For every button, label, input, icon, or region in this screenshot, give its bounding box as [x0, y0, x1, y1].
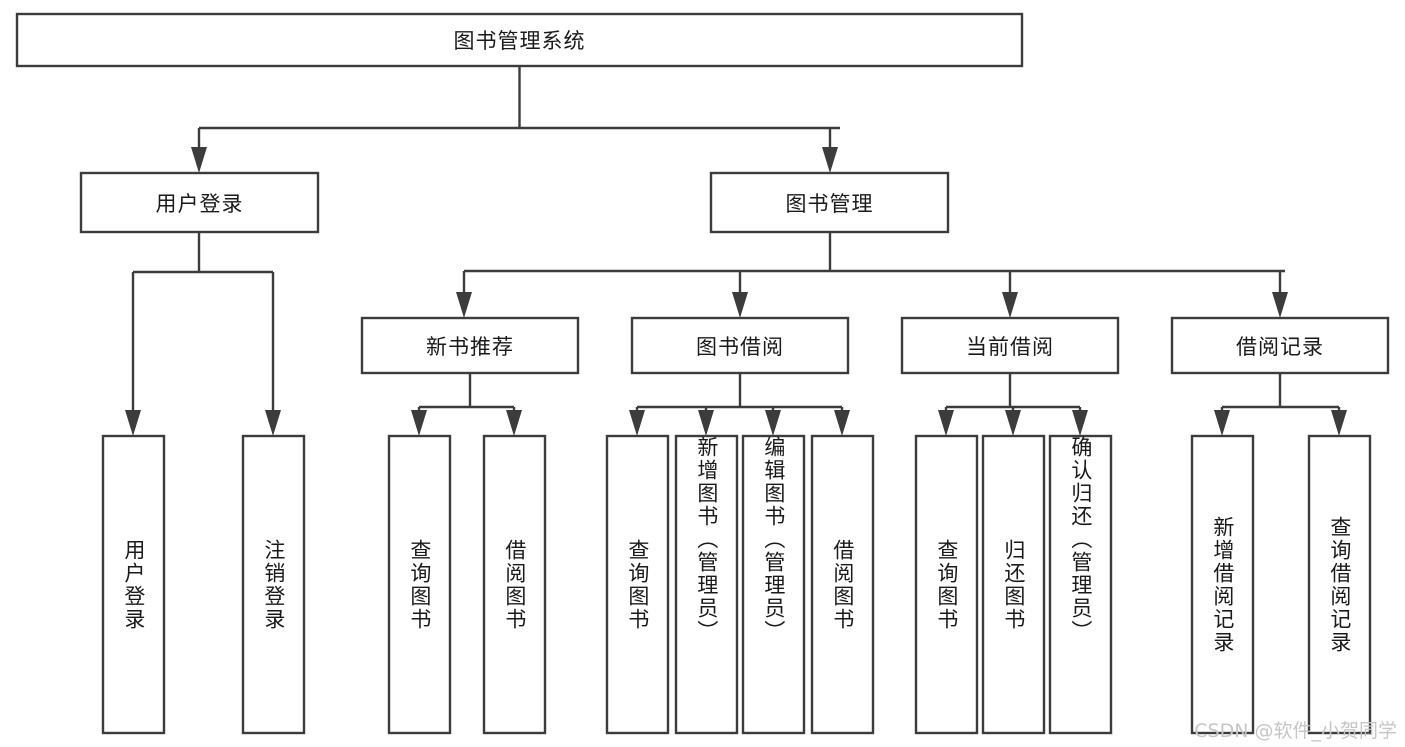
- node-book-management-box[interactable]: [709, 171, 950, 234]
- arrowhead-bb-leaf-3: [834, 410, 850, 436]
- arrowhead-book-borrow: [732, 292, 748, 318]
- arrowhead-cb-leaf-0: [938, 410, 954, 436]
- connector-group-user-login: [125, 232, 281, 436]
- arrowhead-ul-leaf-0: [125, 410, 141, 436]
- node-user-login-box[interactable]: [79, 171, 320, 234]
- arrowhead-borrow-record: [1272, 292, 1288, 318]
- arrowhead-nb-leaf-1: [506, 410, 522, 436]
- node-new-book-recommend-box[interactable]: [360, 316, 580, 375]
- arrowhead-br-leaf-1: [1331, 410, 1347, 436]
- leaf-box-current-borrow-1[interactable]: [981, 434, 1046, 735]
- leaf-box-user-login-1[interactable]: [241, 434, 306, 735]
- arrowhead-ul-leaf-1: [265, 410, 281, 436]
- leaf-box-book-borrow-1[interactable]: [674, 434, 739, 735]
- node-current-borrow-box[interactable]: [900, 316, 1120, 375]
- arrowhead-bb-leaf-2: [765, 410, 781, 436]
- leaf-box-borrow-record-1[interactable]: [1307, 434, 1372, 735]
- arrowhead-cb-leaf-2: [1072, 410, 1088, 436]
- arrowhead-br-leaf-0: [1214, 410, 1230, 436]
- arrowhead-current-borrow: [1002, 292, 1018, 318]
- leaf-box-borrow-record-0[interactable]: [1190, 434, 1255, 735]
- arrowhead-cb-leaf-1: [1005, 410, 1021, 436]
- node-root-box[interactable]: [15, 12, 1024, 68]
- arrowhead-bb-leaf-1: [698, 410, 714, 436]
- connector-group-borrow-record: [1214, 373, 1347, 436]
- arrowhead-nb-leaf-0: [411, 410, 427, 436]
- connector-group-book-borrow: [629, 373, 850, 436]
- leaf-box-current-borrow-2[interactable]: [1048, 434, 1113, 735]
- leaf-box-user-login-0[interactable]: [101, 434, 166, 735]
- arrowhead-book-mgmt: [822, 147, 838, 173]
- leaf-box-book-borrow-2[interactable]: [741, 434, 806, 735]
- leaf-box-new-book-0[interactable]: [387, 434, 452, 735]
- connector-group-current-borrow: [938, 373, 1088, 436]
- leaf-box-new-book-1[interactable]: [482, 434, 547, 735]
- arrowhead-user-login: [191, 147, 207, 173]
- arrowhead-new-book: [456, 292, 472, 318]
- node-book-borrow-box[interactable]: [630, 316, 850, 375]
- leaf-box-book-borrow-0[interactable]: [605, 434, 670, 735]
- node-borrow-record-box[interactable]: [1170, 316, 1390, 375]
- connector-group-root: [191, 66, 840, 173]
- leaf-box-current-borrow-0[interactable]: [914, 434, 979, 735]
- connector-group-book-mgmt: [456, 232, 1288, 318]
- arrowhead-bb-leaf-0: [629, 410, 645, 436]
- leaf-box-book-borrow-3[interactable]: [810, 434, 875, 735]
- connector-group-new-book: [411, 373, 522, 436]
